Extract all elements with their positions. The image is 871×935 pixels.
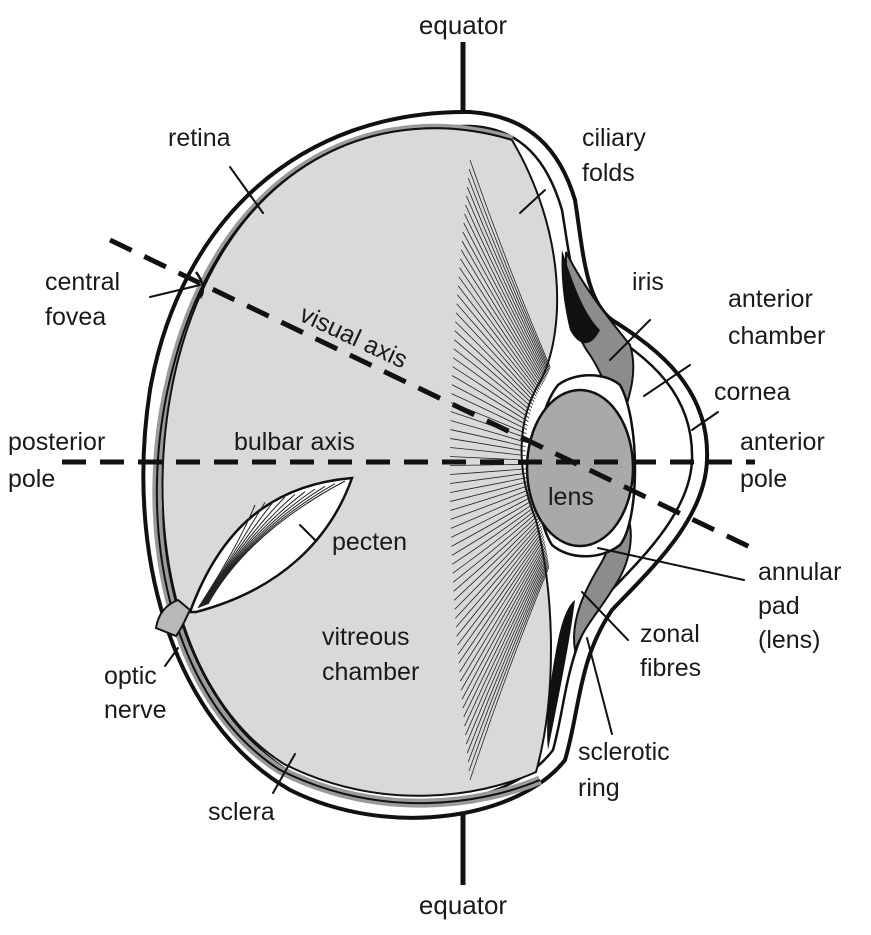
pecten-pleat (199, 499, 276, 608)
ciliary-fibre (466, 533, 561, 754)
pecten-pleat (205, 485, 326, 606)
sclerotic-ring-label: sclerotic ring (578, 738, 677, 802)
ciliary-folds-label: ciliary folds (582, 124, 653, 187)
lens-label: lens (548, 483, 594, 511)
annular-pad-label: annular pad (lens) (758, 558, 848, 654)
vitreous-chamber-label: vitreous chamber (322, 623, 419, 686)
optic-nerve (154, 598, 192, 638)
ciliary-fibre (467, 535, 561, 763)
pecten-pleat (207, 480, 346, 605)
ciliary-fibre (468, 537, 561, 772)
pecten (188, 476, 354, 614)
pecten-pleat (206, 483, 336, 605)
ciliary-fibre (467, 177, 561, 395)
sclerotic-ring-upper (561, 250, 600, 344)
cornea-label: cornea (714, 378, 791, 406)
visual-axis (108, 237, 754, 551)
central-fovea-label: central fovea (45, 268, 127, 331)
anterior-chamber-label: anterior chamber (728, 285, 825, 350)
equator-bottom-label: equator (419, 890, 508, 920)
ciliary-fibre (468, 168, 561, 393)
ciliary-fibre (466, 186, 561, 397)
zonal-fibres-label: zonal fibres (640, 620, 707, 682)
sclerotic-ring-lower (547, 600, 575, 750)
sclera-label: sclera (208, 798, 275, 826)
equator-top-label: equator (419, 10, 508, 40)
bulbar-axis-label: bulbar axis (234, 428, 355, 456)
central-fovea-pit (194, 271, 205, 299)
pecten-pleat (197, 504, 256, 609)
pecten-label: pecten (332, 528, 407, 556)
pecten-pleat (204, 488, 316, 606)
lens (525, 388, 635, 548)
iris-label: iris (632, 268, 664, 296)
optic-nerve-label: optic nerve (104, 662, 167, 724)
pecten-pleat (202, 493, 296, 607)
leader-lines (149, 166, 745, 794)
pecten-pleat (198, 502, 266, 608)
retina-label: retina (168, 124, 231, 152)
pecten-pleat (203, 491, 306, 607)
anterior-pole-label: anterior pole (740, 428, 832, 493)
vitreous-chamber (161, 127, 559, 797)
pecten-pleat (200, 496, 286, 607)
ciliary-fibre (469, 539, 561, 781)
ciliary-fibre (469, 159, 561, 391)
posterior-pole-label: posterior pole (8, 428, 112, 493)
ciliary-fibre (466, 531, 561, 745)
